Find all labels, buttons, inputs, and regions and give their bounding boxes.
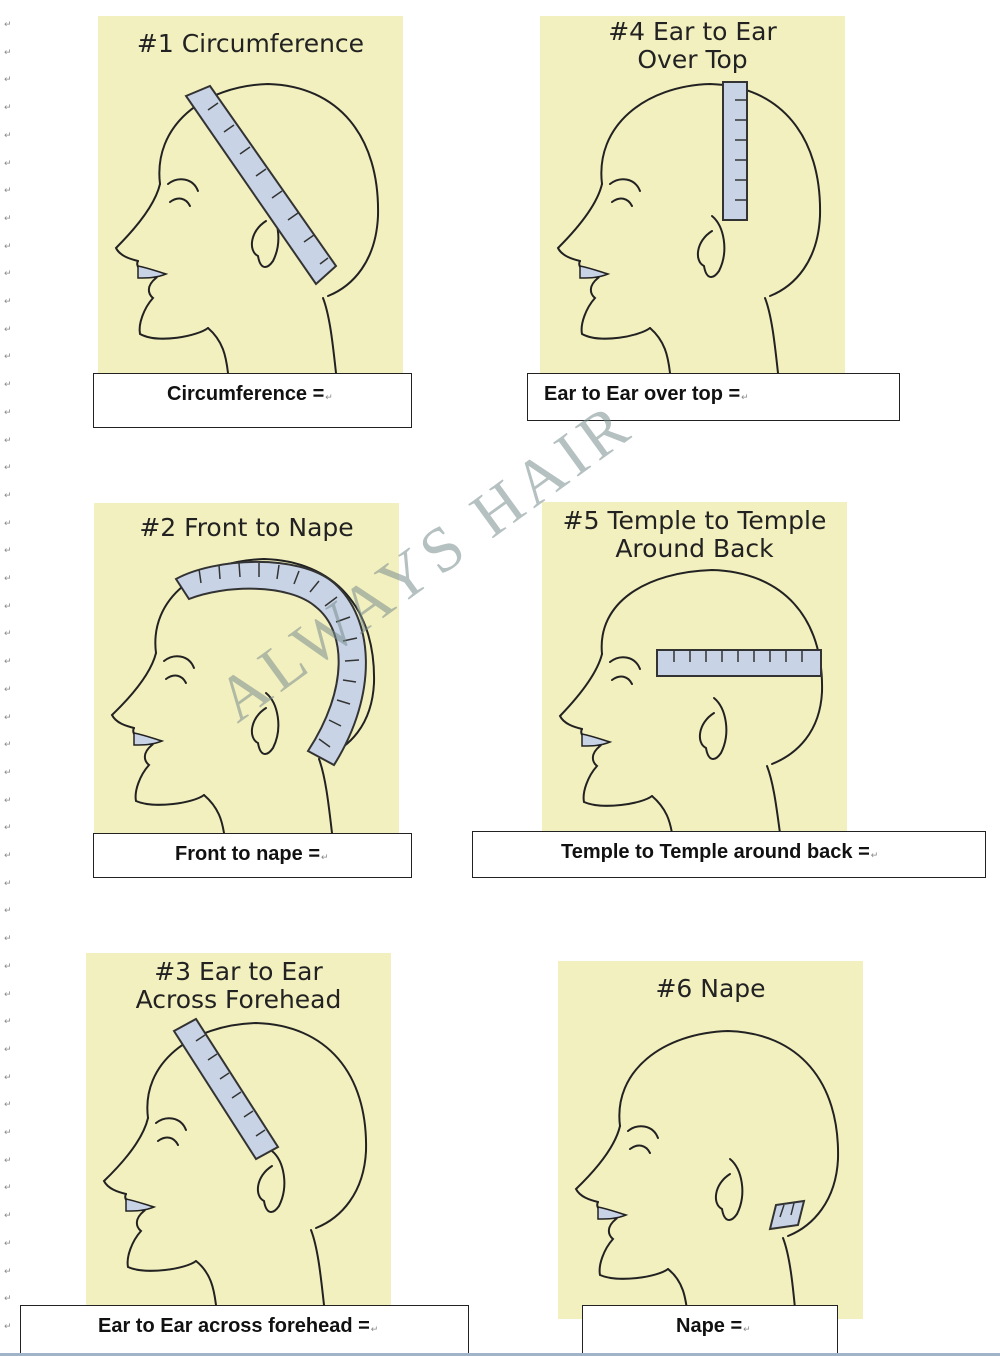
panel-temple-to-temple: #5 Temple to Temple Around Back xyxy=(542,502,847,833)
paragraph-mark: ↵ xyxy=(4,352,12,363)
measuring-tape xyxy=(768,1199,806,1231)
paragraph-mark: ↵ xyxy=(4,546,12,557)
field-label: Temple to Temple around back =↵ xyxy=(561,841,879,863)
paragraph-mark: ↵ xyxy=(4,1321,12,1332)
paragraph-mark: ↵ xyxy=(4,1072,12,1083)
paragraph-mark: ↵ xyxy=(4,158,12,169)
circumference-field[interactable]: Circumference =↵ xyxy=(93,373,412,428)
bottom-rule xyxy=(0,1353,1000,1356)
panel-title: #5 Temple to Temple Around Back xyxy=(562,506,827,563)
panel-title: #1 Circumference xyxy=(136,29,365,58)
paragraph-mark: ↵ xyxy=(4,518,12,529)
paragraph-mark: ↵ xyxy=(4,407,12,418)
measuring-tape xyxy=(172,1017,280,1161)
paragraph-mark: ↵ xyxy=(4,712,12,723)
paragraph-mark: ↵ xyxy=(4,1266,12,1277)
nape-field[interactable]: Nape =↵ xyxy=(582,1305,838,1355)
paragraph-mark: ↵ xyxy=(4,241,12,252)
panel-title: #6 Nape xyxy=(655,974,766,1003)
measuring-tape xyxy=(656,649,822,677)
field-label: Ear to Ear across forehead =↵ xyxy=(98,1315,379,1337)
paragraph-mark: ↵ xyxy=(4,1183,12,1194)
field-label: Ear to Ear over top =↵ xyxy=(544,383,749,405)
paragraph-mark: ↵ xyxy=(4,823,12,834)
paragraph-mark: ↵ xyxy=(4,435,12,446)
paragraph-mark: ↵ xyxy=(4,740,12,751)
paragraph-mark: ↵ xyxy=(4,213,12,224)
panel-across-forehead: #3 Ear to Ear Across Forehead xyxy=(86,953,391,1305)
temple-to-temple-field[interactable]: Temple to Temple around back =↵ xyxy=(472,831,986,878)
paragraph-mark: ↵ xyxy=(4,1238,12,1249)
paragraph-mark: ↵ xyxy=(4,906,12,917)
paragraph-mark: ↵ xyxy=(4,851,12,861)
paragraph-mark: ↵ xyxy=(4,989,12,1000)
panel-circumference: #1 Circumference xyxy=(98,16,403,373)
paragraph-mark: ↵ xyxy=(4,1100,12,1111)
ear-to-ear-over-top-field[interactable]: Ear to Ear over top =↵ xyxy=(527,373,900,421)
paragraph-mark: ↵ xyxy=(4,1155,12,1166)
paragraph-mark: ↵ xyxy=(4,1044,12,1055)
panel-ear-to-ear-over-top: #4 Ear to Ear Over Top xyxy=(540,16,845,373)
paragraph-mark: ↵ xyxy=(4,103,12,114)
field-label: Nape =↵ xyxy=(676,1315,751,1337)
ear-to-ear-across-forehead-field[interactable]: Ear to Ear across forehead =↵ xyxy=(20,1305,469,1355)
paragraph-mark: ↵ xyxy=(4,1294,12,1305)
paragraph-mark: ↵ xyxy=(4,1017,12,1028)
paragraph-mark: ↵ xyxy=(4,463,12,474)
paragraph-mark: ↵ xyxy=(4,490,12,501)
measuring-tape xyxy=(184,84,338,286)
paragraph-mark: ↵ xyxy=(4,574,12,584)
paragraph-mark: ↵ xyxy=(4,1128,12,1138)
front-to-nape-field[interactable]: Front to nape =↵ xyxy=(93,833,412,878)
paragraph-mark: ↵ xyxy=(4,961,12,972)
paragraph-mark: ↵ xyxy=(4,934,12,945)
paragraph-mark: ↵ xyxy=(4,75,12,86)
panel-front-to-nape: #2 Front to Nape xyxy=(94,503,399,833)
field-label: Front to nape =↵ xyxy=(175,843,329,865)
head-illustration xyxy=(558,568,824,833)
paragraph-mark: ↵ xyxy=(4,186,12,197)
paragraph-mark: ↵ xyxy=(4,380,12,391)
paragraph-mark: ↵ xyxy=(4,657,12,668)
measuring-tape xyxy=(174,560,367,767)
paragraph-mark: ↵ xyxy=(4,767,12,778)
paragraph-mark: ↵ xyxy=(4,878,12,889)
paragraph-mark: ↵ xyxy=(4,601,12,612)
paragraph-mark: ↵ xyxy=(4,795,12,806)
paragraph-mark: ↵ xyxy=(4,47,12,58)
head-illustration xyxy=(102,1021,368,1305)
paragraph-mark: ↵ xyxy=(4,324,12,335)
paragraph-mark: ↵ xyxy=(4,269,12,280)
paragraph-mark: ↵ xyxy=(4,684,12,695)
measuring-tape xyxy=(722,81,748,221)
paragraph-mark: ↵ xyxy=(4,629,12,640)
paragraph-mark: ↵ xyxy=(4,130,12,141)
paragraph-mark: ↵ xyxy=(4,1211,12,1222)
paragraph-mark: ↵ xyxy=(4,20,12,30)
head-illustration xyxy=(556,82,822,373)
panel-title: #2 Front to Nape xyxy=(139,513,354,542)
field-label: Circumference =↵ xyxy=(167,383,333,405)
panel-title: #3 Ear to Ear Across Forehead xyxy=(135,957,342,1014)
paragraph-mark: ↵ xyxy=(4,297,12,307)
panel-title: #4 Ear to Ear Over Top xyxy=(608,17,777,74)
panel-nape: #6 Nape xyxy=(558,961,863,1319)
paragraph-marks: ↵ ↵ ↵ ↵ ↵ ↵ ↵ ↵ ↵ ↵ ↵ ↵ ↵ ↵ ↵ ↵ ↵ ↵ ↵ ↵ ↵ ↵ ↵ ↵ ↵ ↵ ↵ ↵ ↵ ↵ ↵ ↵ ↵ ↵ ↵ ↵ ↵ ↵ ↵ ↵… xyxy=(4,20,18,1350)
